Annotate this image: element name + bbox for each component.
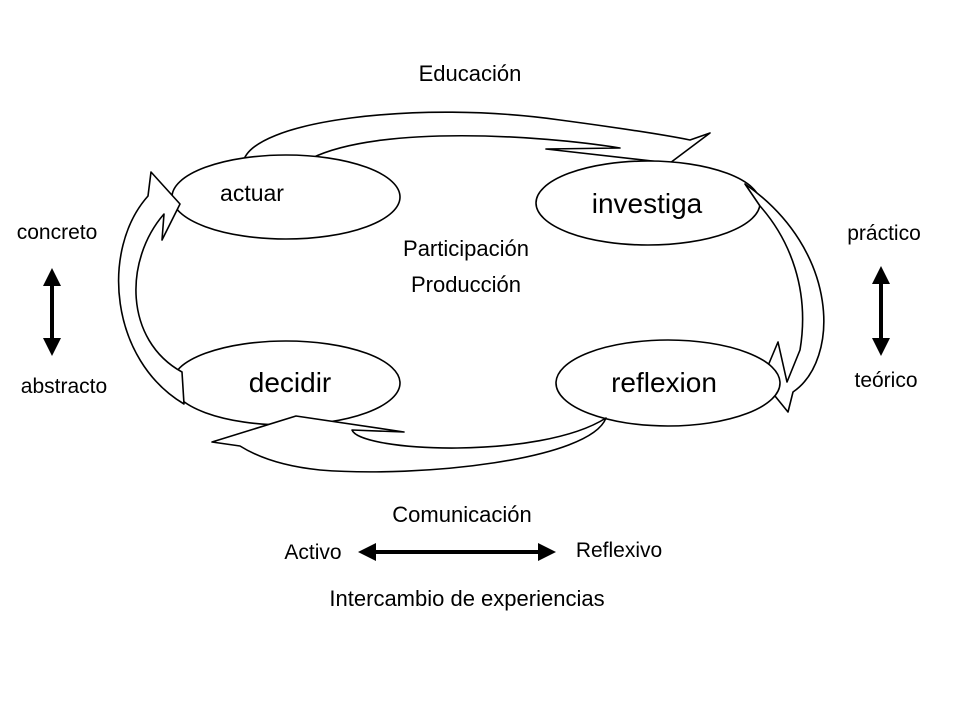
double-arrow-vertical-icon — [872, 266, 890, 356]
arrow-investiga-to-reflexion — [744, 183, 825, 413]
node-reflexion-label: reflexion — [611, 367, 717, 398]
label-abstracto: abstracto — [21, 375, 107, 398]
arrow-reflexion-to-decidir — [211, 415, 607, 473]
arrow-decidir-to-actuar — [117, 171, 185, 405]
node-decidir-label: decidir — [249, 367, 331, 398]
label-teorico: teórico — [854, 369, 917, 392]
label-reflexivo: Reflexivo — [576, 539, 662, 562]
double-arrow-vertical-icon — [43, 268, 61, 356]
label-practico: práctico — [847, 222, 921, 245]
label-participacion: Participación — [403, 236, 529, 261]
double-arrow-horizontal-icon — [358, 543, 556, 561]
label-intercambio: Intercambio de experiencias — [329, 586, 604, 611]
label-produccion: Producción — [411, 272, 521, 297]
label-activo: Activo — [284, 541, 341, 564]
node-reflexion — [555, 339, 781, 427]
arrow-actuar-to-investiga — [242, 111, 711, 164]
node-actuar-label: actuar — [220, 180, 284, 206]
node-investiga-label: investiga — [592, 188, 703, 219]
label-concreto: concreto — [17, 221, 98, 244]
node-actuar — [171, 154, 401, 240]
label-comunicacion: Comunicación — [392, 502, 531, 527]
label-educacion: Educación — [419, 61, 522, 86]
